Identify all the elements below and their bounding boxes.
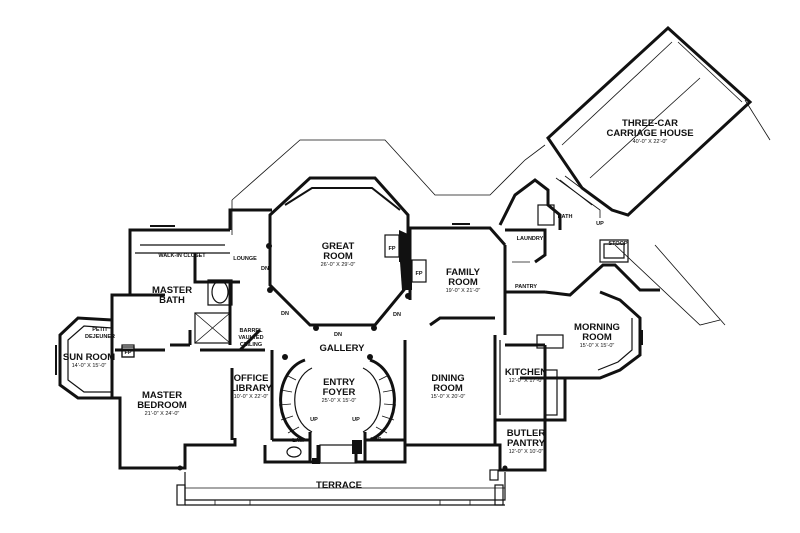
barrel-label-1: BARREL [240, 328, 264, 334]
bath-label: BATH [558, 214, 573, 220]
dn-label-3: DN [334, 332, 342, 338]
up-label-right-stair: UP [352, 417, 360, 423]
stoop-label: STOOP [608, 241, 627, 247]
office-library-label-2: LIBRARY [230, 383, 273, 394]
butler-pantry-label-2: PANTRY [507, 438, 546, 449]
entry-foyer-dim: 25'-0" X 15'-0" [322, 398, 357, 404]
kitchen-dim: 12'-0" X 17'-0" [509, 378, 544, 384]
morning-room-label: MORNING [574, 322, 620, 333]
pantry-label: PANTRY [515, 284, 537, 290]
master-bath-label: MASTER [152, 285, 192, 296]
dn-label-4: DN [393, 312, 401, 318]
laundry-label: LAUNDRY [517, 236, 544, 242]
small-labels: WALK-IN CLOSET LOUNGE PETIT DEJEUNER BAR… [85, 214, 628, 444]
morning-room-label-2: ROOM [582, 332, 612, 343]
dining-room-dim: 15'-0" X 20'-0" [431, 394, 466, 400]
master-bath-label-2: BATH [159, 295, 185, 306]
barrel-label-3: CEILING [240, 342, 262, 348]
walk-in-closet-label: WALK-IN CLOSET [158, 253, 206, 259]
gallery-label: GALLERY [319, 343, 365, 354]
kitchen-label: KITCHEN [505, 367, 547, 378]
office-library-dim: 10'-0" X 22'-0" [234, 394, 269, 400]
butler-pantry-dim: 12'-0" X 10'-0" [509, 449, 544, 455]
lounge-label: LOUNGE [233, 256, 257, 262]
dining-room-label-2: ROOM [433, 383, 463, 394]
wic-label: WIC [371, 437, 382, 443]
carriage-house-label: THREE-CAR [622, 118, 678, 129]
staircases [278, 358, 397, 442]
roof-outline [231, 99, 771, 326]
dn-label-2: DN [281, 311, 289, 317]
master-bedroom-label-2: BEDROOM [137, 400, 187, 411]
fp-label-family-room: FP [415, 271, 422, 277]
up-label-left-stair: UP [310, 417, 318, 423]
service-wing [498, 178, 660, 297]
family-room-label: FAMILY [446, 267, 481, 278]
fp-label-sun-room: FP [124, 350, 131, 356]
sun-room-label: SUN ROOM [63, 352, 115, 363]
up-label-service: UP [596, 221, 604, 227]
lav-label: LAV. [292, 438, 304, 444]
petit-label: PETIT [92, 327, 108, 333]
carriage-house-label-2: CARRIAGE HOUSE [606, 128, 693, 139]
carriage-house [546, 25, 753, 218]
windows [55, 223, 643, 375]
entry-foyer-label-2: FOYER [323, 387, 356, 398]
exterior-walls [58, 176, 642, 472]
terrace-label: TERRACE [316, 480, 362, 491]
carriage-house-dim: 40'-0" X 22'-0" [633, 139, 668, 145]
family-room-label-2: ROOM [448, 277, 478, 288]
master-bedroom-label: MASTER [142, 390, 182, 401]
butler-pantry-label: BUTLER [507, 428, 546, 439]
sun-room-dim: 14'-0" X 15'-0" [72, 363, 107, 369]
fireplaces [121, 230, 427, 358]
dn-label-1: DN [261, 266, 269, 272]
entry-foyer-label: ENTRY [323, 377, 356, 388]
dining-room-label: DINING [431, 373, 464, 384]
family-room-dim: 19'-0" X 21'-0" [446, 288, 481, 294]
fp-label-great-room: FP [388, 246, 395, 252]
entry-details [286, 440, 362, 464]
master-bedroom-dim: 21'-0" X 24'-0" [145, 411, 180, 417]
dejeuner-label: DEJEUNER [85, 334, 115, 340]
great-room-label: GREAT [322, 241, 355, 252]
morning-room-dim: 15'-0" X 15'-0" [580, 343, 615, 349]
great-room-label-2: ROOM [323, 251, 353, 262]
terrace [176, 469, 506, 506]
room-labels: GREAT ROOM 26'-0" X 29'-0" FAMILY ROOM 1… [63, 118, 694, 491]
barrel-label-2: VAULTED [238, 335, 263, 341]
interior-walls [110, 228, 565, 462]
columns [177, 243, 508, 471]
great-room-dim: 26'-0" X 29'-0" [321, 262, 356, 268]
office-library-label: OFFICE [234, 373, 269, 384]
